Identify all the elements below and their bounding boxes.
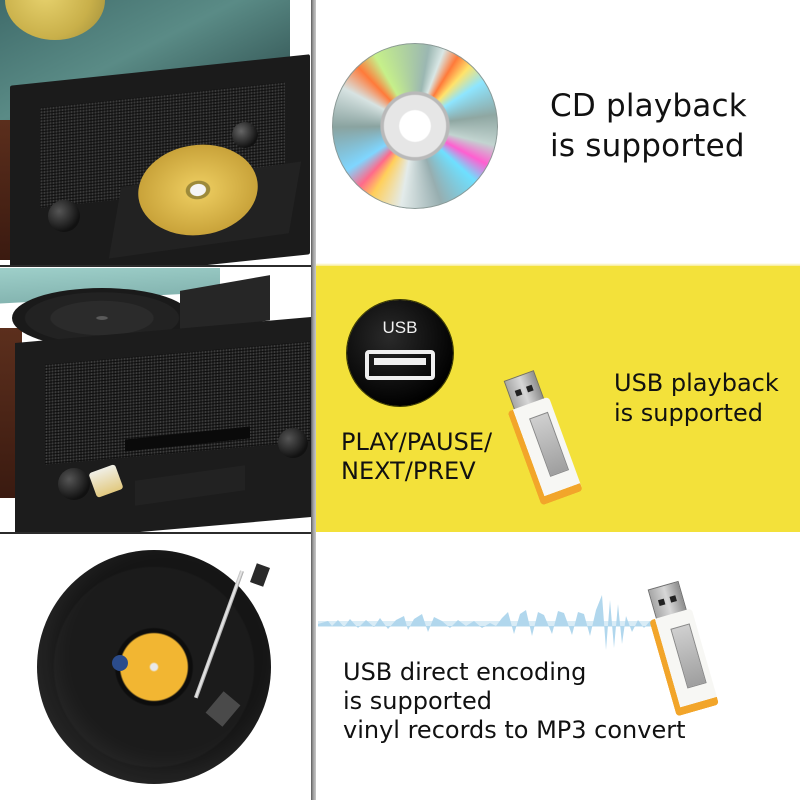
volume-knob: [278, 428, 308, 458]
usb-encoding-heading: USB direct encoding is supported vinyl r…: [343, 658, 686, 745]
volume-knob: [232, 122, 258, 148]
playback-controls-text: PLAY/PAUSE/ NEXT/PREV: [341, 428, 492, 486]
cd-title-line2: is supported: [550, 128, 745, 164]
cd-title-line1: CD playback: [550, 88, 747, 124]
panel-divider-bottom: [0, 532, 311, 534]
tonearm-counterweight: [250, 563, 270, 587]
vertical-divider: [311, 0, 316, 800]
usb-title-line2: is supported: [614, 399, 763, 427]
usb-playback-heading: USB playback is supported: [614, 368, 779, 428]
turntable-front-panel-photo: [0, 268, 311, 532]
usb-port-icon: USB: [347, 300, 453, 406]
encoding-line1: USB direct encoding: [343, 658, 587, 686]
cd-disc-icon: [332, 43, 498, 209]
vinyl-record-tonearm-photo: [0, 535, 311, 798]
controls-line2: NEXT/PREV: [341, 457, 476, 485]
record-label-logo: [112, 655, 128, 671]
band-knob: [58, 468, 90, 500]
audio-waveform-icon: [318, 595, 658, 650]
encoding-line3: vinyl records to MP3 convert: [343, 716, 686, 744]
encoding-line2: is supported: [343, 687, 492, 715]
usb-socket-shape: [365, 350, 435, 380]
turntable-cd-tray-photo: [0, 0, 311, 265]
band-knob: [48, 200, 80, 232]
cd-playback-heading: CD playback is supported: [550, 86, 747, 166]
usb-title-line1: USB playback: [614, 369, 779, 397]
panel-divider-top: [0, 265, 311, 267]
controls-line1: PLAY/PAUSE/: [341, 428, 493, 456]
usb-port-label: USB: [382, 318, 418, 337]
